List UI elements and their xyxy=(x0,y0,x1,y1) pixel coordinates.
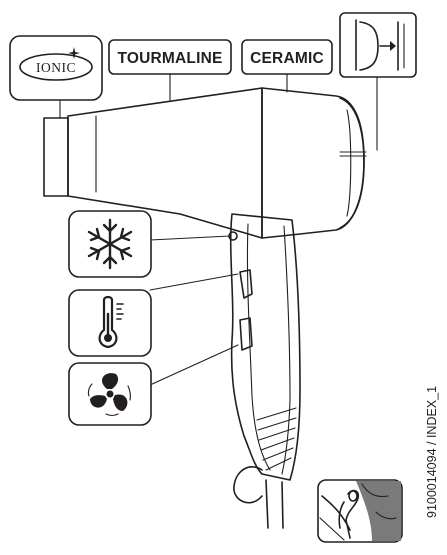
cold-shot-button xyxy=(228,231,238,241)
rear-filter-cap xyxy=(339,97,365,229)
snowflake-icon xyxy=(87,218,133,270)
ionic-box xyxy=(9,35,103,101)
ionic-badge-outline xyxy=(19,53,93,81)
hanging-loop xyxy=(233,466,263,504)
handle-seam-left xyxy=(246,223,271,471)
leader-speed xyxy=(149,344,239,386)
speed-callout xyxy=(68,362,152,426)
fan-icon xyxy=(87,373,131,417)
ionic-label: IONIC xyxy=(36,60,76,75)
hanging-loop-icon xyxy=(338,489,360,539)
filter-callout xyxy=(339,12,417,78)
tourmaline-box xyxy=(108,39,232,75)
cold-shot-callout xyxy=(68,210,152,278)
filter-cap-left xyxy=(359,21,379,71)
leader-lines xyxy=(59,73,378,386)
hair-dryer xyxy=(43,87,367,529)
ceramic-callout: CERAMIC xyxy=(241,39,333,75)
sparkle-icon xyxy=(68,47,80,59)
ionic-callout: IONIC xyxy=(9,35,103,101)
filter-arrow-icon xyxy=(390,41,396,51)
temperature-box xyxy=(68,289,152,357)
handle-seam-right xyxy=(281,225,291,475)
rear-housing xyxy=(261,87,365,239)
thermometer-icon xyxy=(98,295,124,349)
tourmaline-label: TOURMALINE xyxy=(117,50,222,67)
cord-right xyxy=(281,481,284,529)
ceramic-label: CERAMIC xyxy=(250,50,324,67)
leader-cold-shot xyxy=(149,235,231,241)
leader-temperature xyxy=(149,273,239,291)
inset-shadow xyxy=(356,481,401,541)
cord-hook-callout xyxy=(317,479,403,543)
barrel xyxy=(67,87,263,239)
tourmaline-callout: TOURMALINE xyxy=(108,39,232,75)
cord-left xyxy=(265,479,269,529)
ceramic-box xyxy=(241,39,333,75)
nozzle xyxy=(43,117,69,197)
reference-code: 9100014094 / INDEX_1 xyxy=(425,386,439,518)
temperature-switch xyxy=(239,269,253,299)
temperature-callout xyxy=(68,289,152,357)
speed-switch xyxy=(239,317,253,351)
